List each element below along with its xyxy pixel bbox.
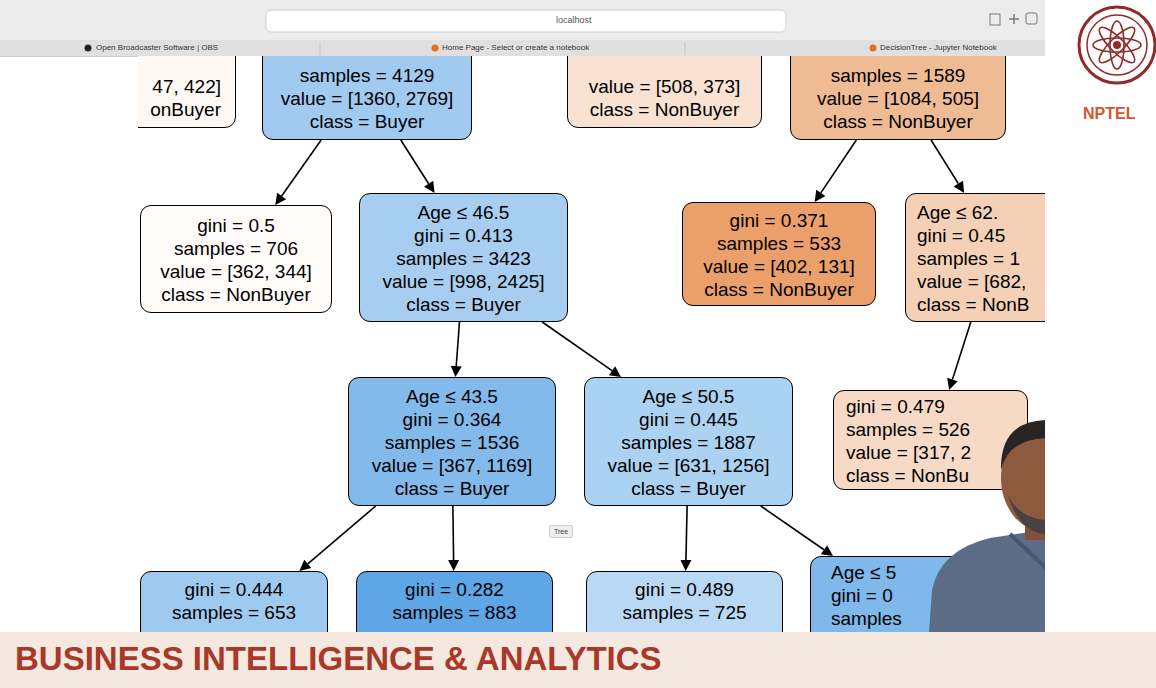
node-text-line: samples = 1589: [799, 64, 997, 87]
node-text-line: gini = 0.479: [846, 395, 1015, 418]
toolbar-icon: [1009, 14, 1019, 24]
tab-divider: [685, 42, 686, 55]
tree-edge-arrow: [947, 322, 971, 390]
tree-node-box: samples = 1589value = [1084, 505]class =…: [790, 56, 1006, 140]
tree-edge-arrow: [448, 506, 459, 571]
node-text-line: value = [682,: [917, 270, 1045, 293]
node-text-line: samples = 653: [149, 601, 319, 624]
tree-node-box: Age ≤ 5gini = 0samples: [810, 556, 980, 632]
tree-node-box: 47, 422]onBuyer: [138, 56, 236, 128]
node-text-line: 47, 422]: [138, 75, 221, 98]
tree-edge-arrow: [401, 140, 435, 193]
tab-title: DecisionTree - Jupyter Notebook: [880, 43, 997, 53]
node-text-line: Age ≤ 43.5: [357, 385, 547, 408]
logo-text: NPTEL: [1083, 104, 1135, 124]
node-text-line: samples = 526: [846, 418, 1015, 441]
toolbar-icon: [1026, 13, 1037, 24]
node-text-line: samples = 725: [595, 601, 774, 624]
nptel-logo: [1075, 2, 1156, 88]
tooltip-text: Tree: [549, 525, 573, 538]
tree-node-box: Age ≤ 43.5gini = 0.364samples = 1536valu…: [348, 377, 556, 506]
nptel-panel: [1045, 0, 1156, 632]
tab-icon: [432, 45, 439, 52]
tree-edge-arrow: [815, 140, 857, 202]
tree-node-box: gini = 0.489samples = 725: [586, 571, 783, 632]
tree-edge-arrow: [931, 140, 964, 193]
node-text-line: Age ≤ 5: [831, 561, 959, 584]
node-text-line: value = [1084, 505]: [799, 87, 997, 110]
node-text-line: gini = 0.364: [357, 408, 547, 431]
tab-icon: [870, 45, 877, 52]
node-text-line: onBuyer: [138, 98, 221, 121]
node-text-line: gini = 0.489: [595, 578, 774, 601]
node-text-line: class = NonBuyer: [799, 110, 997, 133]
tree-edge-arrow: [542, 322, 621, 377]
node-text-line: samples = 883: [365, 601, 544, 624]
node-text-line: samples = 706: [149, 237, 323, 260]
node-text-line: samples = 1: [917, 247, 1045, 270]
node-text-line: value = [998, 2425]: [368, 270, 559, 293]
node-text-line: value = [317, 2: [846, 441, 1015, 464]
tree-node-box: Age ≤ 62.gini = 0.45samples = 1value = […: [905, 193, 1045, 322]
node-text-line: gini = 0.413: [368, 224, 559, 247]
tree-node-box: gini = 0.5samples = 706value = [362, 344…: [140, 205, 332, 313]
tree-node-box: value = [508, 373]class = NonBuyer: [567, 56, 762, 128]
node-text-line: value = [362, 344]: [149, 260, 323, 283]
tree-edge-arrow: [275, 140, 321, 205]
node-text-line: value = [631, 1256]: [593, 454, 784, 477]
node-text-line: class = Buyer: [357, 477, 547, 500]
notebook-viewport: 47, 422]onBuyer samples = 4129value = [13…: [138, 56, 1045, 632]
node-text-line: Age ≤ 50.5: [593, 385, 784, 408]
url-text: localhost: [556, 15, 592, 26]
node-text-line: gini = 0.444: [149, 578, 319, 601]
node-text-line: gini = 0.5: [149, 214, 323, 237]
node-text-line: samples = 533: [691, 232, 867, 255]
tree-edge-arrow: [680, 506, 691, 571]
node-text-line: samples = 4129: [271, 64, 463, 87]
tree-node-box: Age ≤ 46.5gini = 0.413samples = 3423valu…: [359, 193, 568, 322]
node-text-line: class = Buyer: [368, 293, 559, 316]
tab-title: Home Page - Select or create a notebook: [442, 43, 589, 53]
node-text-line: value = [367, 1169]: [357, 454, 547, 477]
node-text-line: gini = 0.282: [365, 578, 544, 601]
node-text-line: Age ≤ 62.: [917, 201, 1045, 224]
tree-edge-arrow: [761, 506, 833, 556]
tree-node-box: gini = 0.479samples = 526value = [317, 2…: [833, 390, 1028, 490]
node-text-line: class = NonBu: [846, 464, 1015, 487]
tree-node-box: gini = 0.371samples = 533value = [402, 1…: [682, 202, 876, 306]
node-text-line: class = NonBuyer: [149, 283, 323, 306]
node-text-line: class = Buyer: [593, 477, 784, 500]
node-text-line: samples: [831, 607, 959, 630]
node-text-line: value = [508, 373]: [576, 75, 753, 98]
node-text-line: class = NonBuyer: [576, 98, 753, 121]
node-text-line: value = [1360, 2769]: [271, 87, 463, 110]
node-text-line: class = NonBuyer: [691, 278, 867, 301]
node-text-line: gini = 0.45: [917, 224, 1045, 247]
tab-title: Open Broadcaster Software | OBS: [96, 43, 218, 53]
node-text-line: class = Buyer: [271, 110, 463, 133]
node-text-line: gini = 0: [831, 584, 959, 607]
node-text-line: gini = 0.371: [691, 209, 867, 232]
tree-node-box: samples = 4129value = [1360, 2769]class …: [262, 56, 472, 140]
tree-edge-arrow: [299, 506, 375, 571]
node-text-line: Age ≤ 46.5: [368, 201, 559, 224]
url-field: [266, 10, 786, 32]
tree-node-box: Age ≤ 50.5gini = 0.445samples = 1887valu…: [584, 377, 793, 506]
tree-node-box: gini = 0.444samples = 653: [140, 571, 328, 632]
tree-node-box: gini = 0.282samples = 883: [356, 571, 553, 632]
node-text-line: samples = 1887: [593, 431, 784, 454]
node-text-line: samples = 3423: [368, 247, 559, 270]
node-text-line: gini = 0.445: [593, 408, 784, 431]
banner-title: BUSINESS INTELLIGENCE & ANALYTICS: [15, 638, 662, 679]
tab-icon: [85, 45, 92, 52]
tab-divider: [320, 42, 321, 55]
toolbar-icon: [990, 14, 1000, 25]
node-text-line: value = [402, 131]: [691, 255, 867, 278]
tree-edges: [138, 56, 1045, 632]
node-text-line: samples = 1536: [357, 431, 547, 454]
tree-edge-arrow: [451, 322, 462, 377]
node-text-line: class = NonB: [917, 293, 1045, 316]
